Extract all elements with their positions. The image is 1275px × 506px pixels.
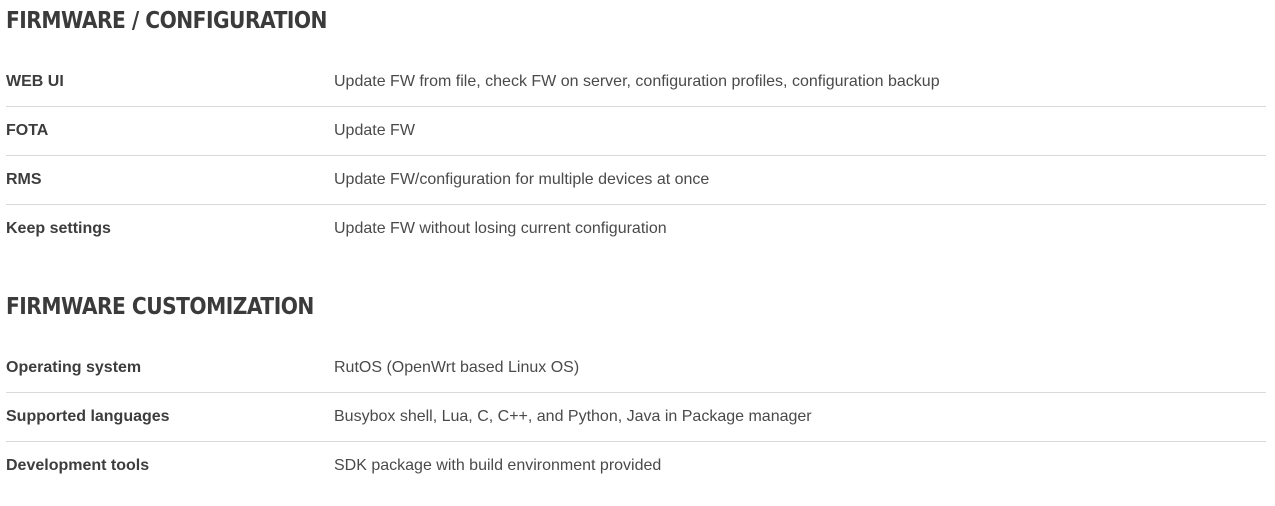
table-row: Supported languages Busybox shell, Lua, … bbox=[6, 393, 1266, 442]
firmware-customization-section: FIRMWARE CUSTOMIZATION Operating system … bbox=[6, 287, 1266, 490]
row-label: WEB UI bbox=[6, 73, 64, 90]
row-label: FOTA bbox=[6, 122, 49, 139]
section-title: FIRMWARE CUSTOMIZATION bbox=[6, 294, 314, 320]
row-value: Busybox shell, Lua, C, C++, and Python, … bbox=[334, 408, 812, 425]
row-label: RMS bbox=[6, 171, 42, 188]
section-title: FIRMWARE / CONFIGURATION bbox=[6, 8, 327, 34]
spec-table: WEB UI Update FW from file, check FW on … bbox=[6, 58, 1266, 253]
table-row: FOTA Update FW bbox=[6, 107, 1266, 156]
row-value: RutOS (OpenWrt based Linux OS) bbox=[334, 359, 580, 376]
row-label: Development tools bbox=[6, 457, 150, 474]
row-value: Update FW bbox=[334, 122, 415, 139]
row-label: Keep settings bbox=[6, 220, 111, 237]
table-row: Development tools SDK package with build… bbox=[6, 442, 1266, 490]
firmware-configuration-section: FIRMWARE / CONFIGURATION WEB UI Update F… bbox=[6, 1, 1266, 253]
row-label: Supported languages bbox=[6, 408, 170, 425]
row-value: Update FW from file, check FW on server,… bbox=[334, 73, 940, 90]
table-row: Keep settings Update FW without losing c… bbox=[6, 205, 1266, 253]
table-row: RMS Update FW/configuration for multiple… bbox=[6, 156, 1266, 205]
row-label: Operating system bbox=[6, 359, 142, 376]
row-value: Update FW without losing current configu… bbox=[334, 220, 667, 237]
table-row: Operating system RutOS (OpenWrt based Li… bbox=[6, 344, 1266, 393]
row-value: Update FW/configuration for multiple dev… bbox=[334, 171, 710, 188]
table-row: WEB UI Update FW from file, check FW on … bbox=[6, 58, 1266, 107]
spec-table: Operating system RutOS (OpenWrt based Li… bbox=[6, 344, 1266, 490]
row-value: SDK package with build environment provi… bbox=[334, 457, 662, 474]
